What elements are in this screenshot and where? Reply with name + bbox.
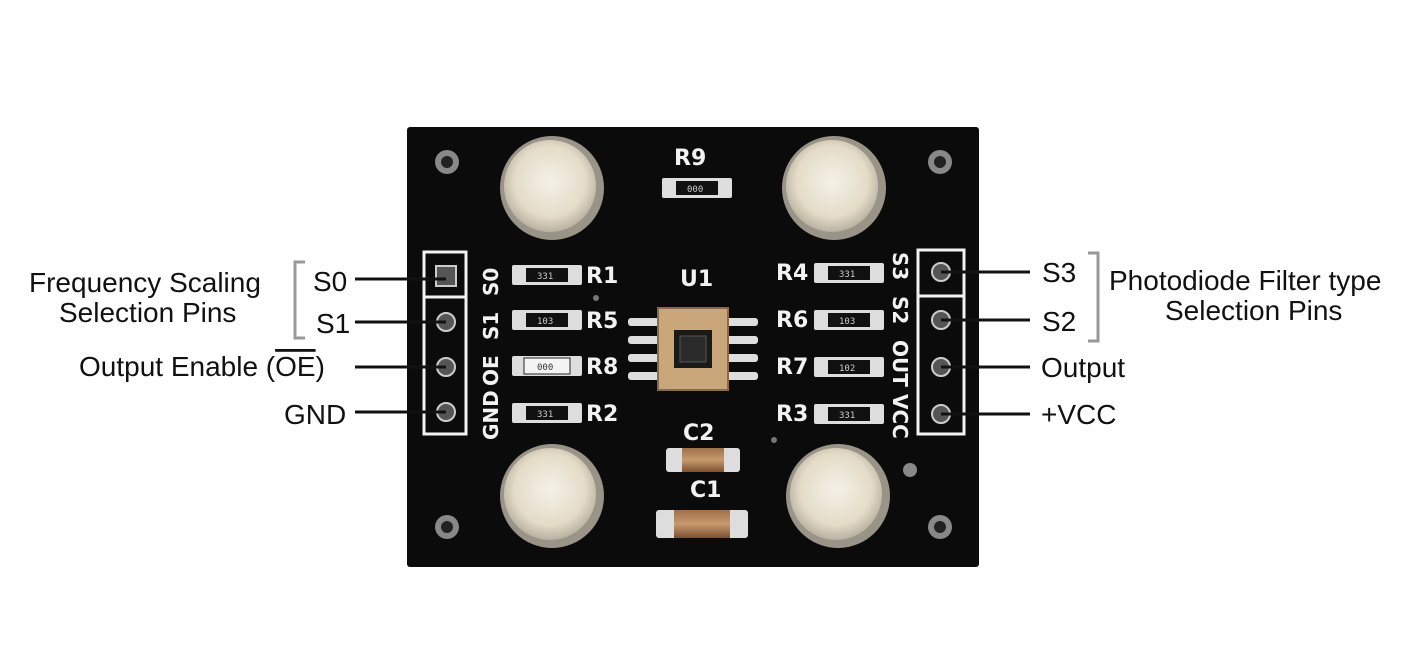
label-s2: S2 [1042, 306, 1076, 337]
mounting-hole-bottom-right [928, 515, 952, 539]
designator-r8: R8 [586, 355, 618, 380]
designator-r3: R3 [776, 402, 808, 427]
led-bottom-right [786, 444, 890, 548]
resistor-r9-code: 000 [687, 185, 703, 195]
label-oe-prefix: Output Enable ( [79, 351, 276, 382]
designator-u1: U1 [680, 267, 713, 292]
capacitor-c2 [666, 448, 740, 472]
mounting-hole-top-left [435, 150, 459, 174]
silk-pin-out: OUT [888, 340, 912, 387]
label-photodiode-filter-line1: Photodiode Filter type [1109, 265, 1381, 296]
designator-c1: C1 [690, 478, 721, 503]
resistor-r6: 103 [814, 310, 884, 330]
pcb-board: R9 000 S0 S1 OE GND S3 [407, 127, 979, 567]
resistor-r2-code: 331 [537, 410, 553, 420]
label-frequency-scaling-line1: Frequency Scaling [29, 267, 261, 298]
resistor-r8: 000 [512, 356, 582, 376]
silk-pin-gnd: GND [479, 390, 503, 440]
resistor-r5: 103 [512, 310, 582, 330]
resistor-r7-code: 102 [839, 364, 855, 374]
resistor-r3: 331 [814, 404, 884, 424]
mounting-hole-bottom-left [435, 515, 459, 539]
label-s1: S1 [316, 308, 350, 339]
led-top-right [782, 136, 886, 240]
silk-pin-oe: OE [479, 355, 503, 386]
silk-pin-s3: S3 [888, 252, 912, 280]
designator-r2: R2 [586, 402, 618, 427]
resistor-r3-code: 331 [839, 411, 855, 421]
silk-pin-s0: S0 [479, 268, 503, 296]
designator-c2: C2 [683, 421, 714, 446]
silk-pin-s1: S1 [479, 312, 503, 340]
resistor-r4-code: 331 [839, 270, 855, 280]
label-s0: S0 [313, 266, 347, 297]
label-gnd: GND [284, 399, 346, 430]
designator-r5: R5 [586, 309, 618, 334]
label-oe-suffix: ) [316, 351, 325, 382]
ic-u1-tcs3200 [628, 307, 758, 391]
designator-r4: R4 [776, 261, 808, 286]
label-output: Output [1041, 352, 1125, 383]
label-s3: S3 [1042, 257, 1076, 288]
designator-r6: R6 [776, 308, 808, 333]
resistor-r6-code: 103 [839, 317, 855, 327]
resistor-r1: 331 [512, 265, 582, 285]
left-pin-header [422, 250, 468, 436]
led-top-left [500, 136, 604, 240]
mounting-hole-top-right [928, 150, 952, 174]
header-pin-s0 [435, 265, 457, 287]
silk-pin-vcc: VCC [888, 394, 912, 439]
label-vcc: +VCC [1041, 399, 1116, 430]
silk-pin-s2: S2 [888, 296, 912, 324]
via [903, 463, 917, 477]
resistor-r8-code: 000 [537, 363, 553, 373]
right-annotations: S3 S2 Photodiode Filter type Selection P… [941, 251, 1381, 430]
resistor-r4: 331 [814, 263, 884, 283]
designator-r1: R1 [586, 264, 618, 289]
label-frequency-scaling-line2: Selection Pins [59, 297, 236, 328]
resistor-r9: 000 [662, 178, 732, 198]
designator-r7: R7 [776, 355, 808, 380]
label-output-enable: Output Enable (OE) [79, 351, 325, 382]
via [593, 295, 599, 301]
capacitor-c1 [656, 510, 748, 538]
resistor-r2: 331 [512, 403, 582, 423]
resistor-r1-code: 331 [537, 272, 553, 282]
label-photodiode-filter-line2: Selection Pins [1165, 295, 1342, 326]
left-annotations: Frequency Scaling Selection Pins S0 S1 O… [29, 260, 446, 430]
resistor-r7: 102 [814, 357, 884, 377]
bracket-filter-pins [1088, 251, 1100, 343]
designator-r9: R9 [674, 146, 706, 171]
led-bottom-left [500, 444, 604, 548]
via [771, 437, 777, 443]
bracket-frequency-pins [293, 260, 305, 340]
resistor-r5-code: 103 [537, 317, 553, 327]
label-oe-bar: OE [275, 351, 315, 382]
